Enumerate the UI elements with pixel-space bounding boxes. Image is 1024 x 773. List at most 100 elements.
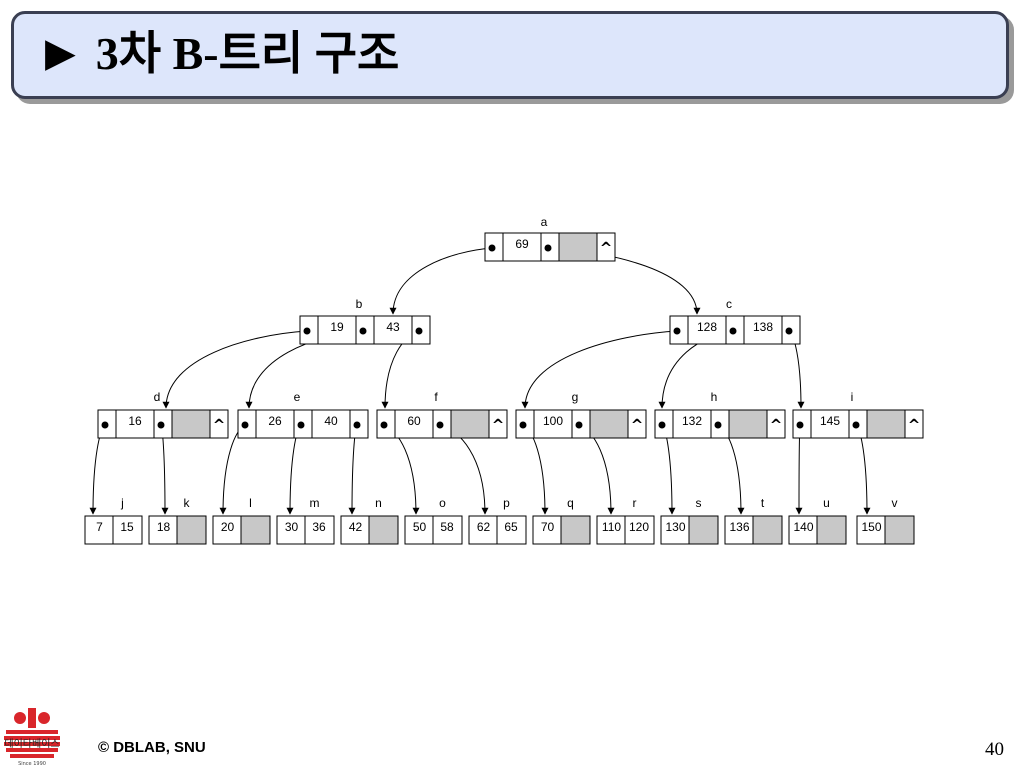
tree-node-u: 140 u — [788, 496, 847, 545]
key-label: 50 — [413, 520, 427, 534]
pointer-edge-c-g — [521, 330, 678, 409]
pointer-cell — [766, 409, 786, 439]
pointer-dot — [303, 327, 311, 335]
key-label: 70 — [541, 520, 555, 534]
leaf-key-cell — [112, 515, 143, 545]
key-label: 130 — [665, 520, 685, 534]
tree-node-q: 70q — [532, 496, 591, 545]
pointer-dot — [380, 421, 388, 429]
node-label: v — [892, 496, 898, 510]
key-label: 140 — [793, 520, 813, 534]
node-label: r — [633, 496, 637, 510]
key-label: 65 — [504, 520, 518, 534]
key-cell — [672, 409, 712, 439]
leaf-key-cell — [404, 515, 435, 545]
key-label: 120 — [629, 520, 649, 534]
pointer-dot — [658, 421, 666, 429]
leaf-key-cell — [560, 515, 591, 545]
node-label: o — [439, 496, 446, 510]
logo-since: Since 1990 — [18, 761, 46, 767]
node-label: p — [503, 496, 510, 510]
key-cell — [728, 409, 768, 439]
pointer-dot — [353, 421, 361, 429]
leaf-key-cell — [856, 515, 887, 545]
node-label: k — [184, 496, 191, 510]
key-label: 150 — [861, 520, 881, 534]
pointer-dot — [436, 421, 444, 429]
node-label: f — [434, 390, 438, 404]
leaf-key-cell — [688, 515, 719, 545]
key-cell — [255, 409, 295, 439]
key-label: 62 — [477, 520, 491, 534]
null-pointer: ^ — [770, 416, 783, 434]
leaf-key-cell — [724, 515, 755, 545]
pointer-dot — [157, 421, 165, 429]
pointer-cell — [488, 409, 508, 439]
leaf-key-cell — [304, 515, 335, 545]
tree-node-a: 69^a — [484, 215, 616, 262]
tree-node-k: 18k — [148, 496, 207, 545]
tree-node-g: 100^g — [515, 390, 647, 439]
pointer-edge-a-b — [389, 247, 493, 315]
pointer-dot — [796, 421, 804, 429]
key-label: 19 — [330, 320, 344, 334]
leaf-key-cell — [84, 515, 115, 545]
leaf-key-cell — [432, 515, 463, 545]
null-pointer: ^ — [631, 416, 644, 434]
node-label: n — [375, 496, 382, 510]
key-label: 58 — [440, 520, 454, 534]
node-label: b — [356, 297, 363, 311]
key-label: 40 — [324, 414, 338, 428]
node-label: d — [154, 390, 161, 404]
leaf-key-cell — [788, 515, 819, 545]
leaf-key-cell — [368, 515, 399, 545]
key-cell — [558, 232, 598, 262]
leaf-key-cell — [752, 515, 783, 545]
slide-title-text: 3차 B-트리 구조 — [95, 28, 400, 79]
pointer-dot — [359, 327, 367, 335]
key-cell — [589, 409, 629, 439]
leaf-key-cell — [816, 515, 847, 545]
key-cell — [171, 409, 211, 439]
pointer-edge-b-d — [162, 330, 308, 409]
page-number: 40 — [985, 739, 1004, 760]
pointer-cell — [904, 409, 924, 439]
pointer-cell — [596, 232, 616, 262]
pointer-dot — [852, 421, 860, 429]
title-banner — [11, 11, 1009, 99]
key-label: 132 — [682, 414, 702, 428]
key-label: 30 — [285, 520, 299, 534]
footer-copyright: © DBLAB, SNU — [98, 739, 206, 756]
pointer-dot — [575, 421, 583, 429]
node-label: c — [726, 297, 732, 311]
node-label: t — [761, 496, 765, 510]
node-label: j — [120, 496, 124, 510]
pointer-cell — [209, 409, 229, 439]
logo-label: 데이타베이스 — [4, 738, 59, 750]
node-label: i — [851, 390, 854, 404]
leaf-key-cell — [148, 515, 179, 545]
key-cell — [533, 409, 573, 439]
key-cell — [311, 409, 351, 439]
node-label: u — [823, 496, 830, 510]
tree-node-i: 145^i — [792, 390, 924, 439]
key-cell — [450, 409, 490, 439]
null-pointer: ^ — [492, 416, 505, 434]
pointer-dot — [241, 421, 249, 429]
key-cell — [115, 409, 155, 439]
node-label: g — [572, 390, 579, 404]
tree-node-n: 42n — [340, 496, 399, 545]
leaf-key-cell — [884, 515, 915, 545]
pointer-dot — [415, 327, 423, 335]
key-label: 138 — [753, 320, 773, 334]
pointer-dot — [729, 327, 737, 335]
key-label: 36 — [312, 520, 326, 534]
key-label: 128 — [697, 320, 717, 334]
node-label: a — [541, 215, 548, 229]
